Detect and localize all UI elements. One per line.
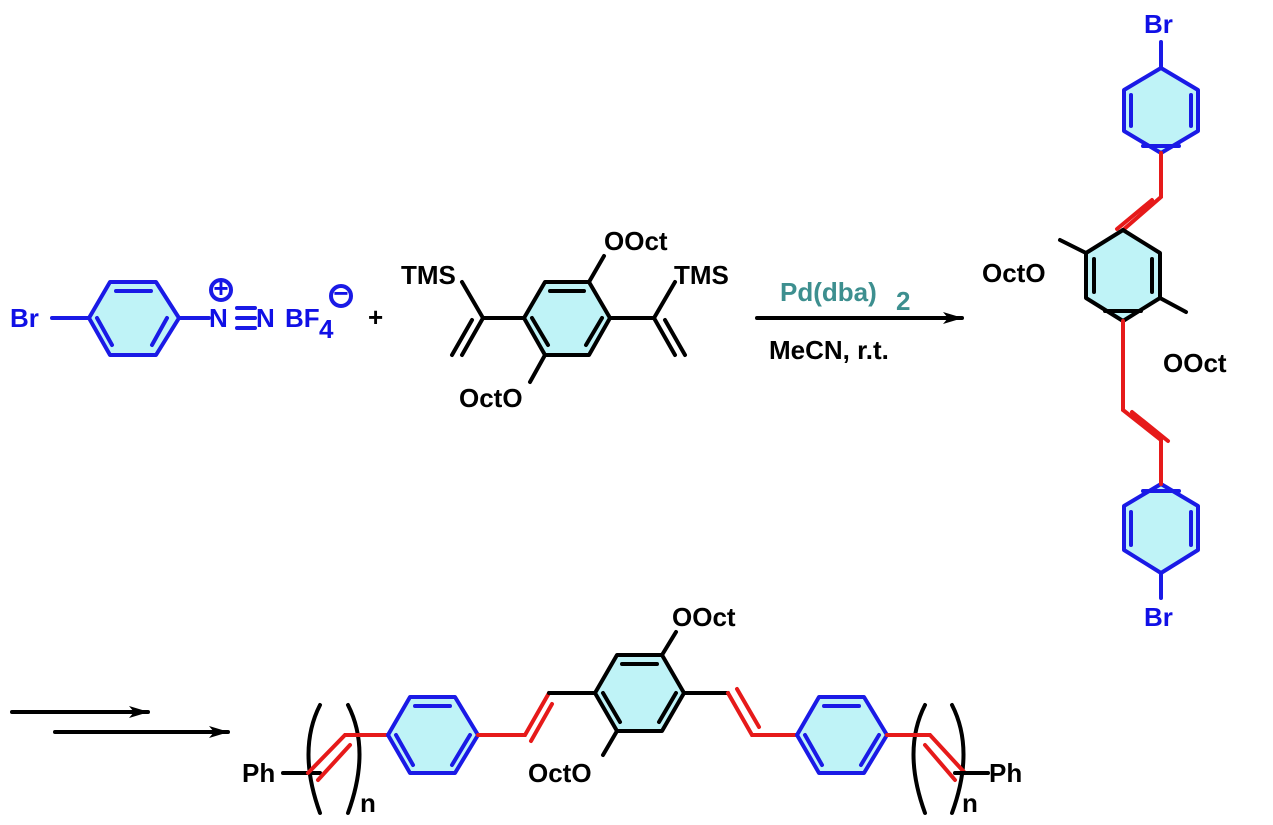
polymer-left-paren-open xyxy=(306,703,322,815)
polymer-ooct-label: OOct xyxy=(672,602,736,632)
positive-charge-sign: + xyxy=(213,273,228,303)
polymer-vinylene-2 xyxy=(476,691,554,743)
diazonium-reagent: Br N N BF 4 + − xyxy=(10,273,353,357)
polymer-center-ring-fill xyxy=(595,655,684,731)
product-top-ring-fill xyxy=(1124,68,1198,153)
solvent-label: MeCN, r.t. xyxy=(769,335,889,365)
product-center-ring-fill xyxy=(1086,230,1160,321)
polymer-octo-label: OctO xyxy=(528,758,592,788)
reagent2-tms-left: TMS xyxy=(401,260,456,290)
n-triple-bond xyxy=(235,306,257,330)
product-ooct-label: OOct xyxy=(1163,348,1227,378)
polymer-right-ring-fill xyxy=(797,697,887,773)
catalyst-label: Pd(dba) xyxy=(780,277,877,307)
multistep-arrow xyxy=(10,706,230,738)
polymer-ph-right: Ph xyxy=(989,758,1022,788)
product-bottom-ring-inner xyxy=(1129,489,1193,547)
polymer-right-ring-inner xyxy=(803,704,881,767)
polymer-left-vinylene xyxy=(306,733,390,782)
reagent2-ooct-label: OOct xyxy=(604,226,668,256)
polymer-left-ring-fill xyxy=(388,697,478,773)
polymer-n-left: n xyxy=(360,788,376,818)
reagent2-tms-right: TMS xyxy=(674,260,729,290)
reagent1-br-label: Br xyxy=(10,303,39,333)
reagent2-substituent-bonds xyxy=(450,254,687,384)
vinylsilane-reagent: TMS TMS OOct OctO xyxy=(401,226,729,413)
polymer-left-paren-close xyxy=(346,703,362,815)
product-molecule: Br OctO OOct Br xyxy=(982,9,1227,632)
product-top-ring-inner xyxy=(1129,93,1193,148)
polymer-center-ring-inner xyxy=(601,662,678,724)
product-bottom-ring-fill xyxy=(1124,484,1198,573)
polymer-center-o-bonds xyxy=(601,630,678,757)
reagent1-sub4: 4 xyxy=(319,314,334,344)
negative-charge-circle xyxy=(329,284,353,308)
product-top-vinylene xyxy=(1115,151,1163,232)
reagent2-ring-fill xyxy=(524,282,610,355)
polymer-right-paren-close xyxy=(950,703,966,815)
product-bottom-vinylene xyxy=(1121,319,1170,443)
polymer-n-right: n xyxy=(962,788,978,818)
negative-charge-sign: − xyxy=(333,278,348,308)
product-center-ring-inner xyxy=(1092,257,1154,313)
product-br-bottom: Br xyxy=(1144,602,1173,632)
reagent1-inner-bonds xyxy=(95,289,169,347)
reagent2-inner-bonds xyxy=(530,289,604,347)
product-octo-label: OctO xyxy=(982,258,1046,288)
reagent1-n: N xyxy=(256,303,275,333)
plus-sign: + xyxy=(368,302,383,332)
polymer-ph-left: Ph xyxy=(242,758,275,788)
reagent1-n-plus: N xyxy=(209,303,228,333)
product-br-top: Br xyxy=(1144,9,1173,39)
reagent1-bf-label: BF xyxy=(285,303,320,333)
polymer-right-paren-open xyxy=(911,703,927,815)
positive-charge-circle xyxy=(209,278,233,302)
polymer-left-ring-inner xyxy=(394,704,472,767)
polymer-structure: Ph n OOct OctO n Ph xyxy=(242,602,1022,818)
product-o-bonds xyxy=(1058,238,1188,314)
catalyst-subscript: 2 xyxy=(896,286,910,316)
reagent2-octo-label: OctO xyxy=(459,383,523,413)
reaction-arrow: Pd(dba) 2 MeCN, r.t. xyxy=(755,277,964,365)
polymer-right-vinylene xyxy=(885,733,967,782)
polymer-vinylene-3 xyxy=(726,687,799,737)
